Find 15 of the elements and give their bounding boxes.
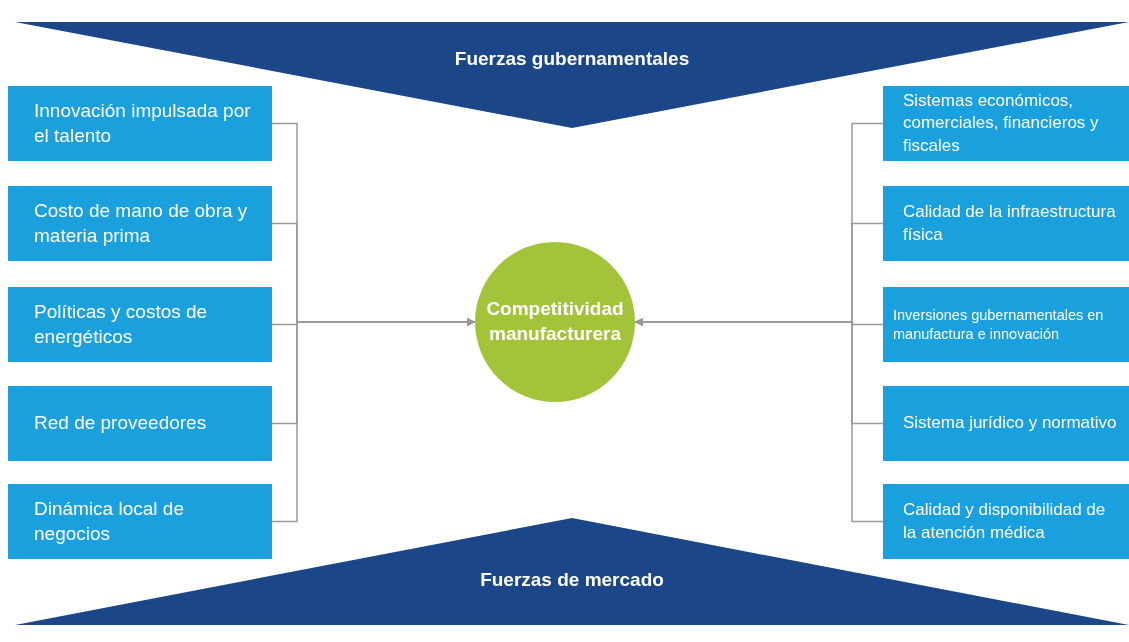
factor-box: Costo de mano de obra y materia prima bbox=[8, 186, 272, 261]
center-circle: Competitividad manufacturera bbox=[475, 242, 635, 402]
factor-box: Sistemas económicos, comerciales, financieros y fiscales bbox=[883, 86, 1129, 161]
band-title: Fuerzas gubernamentales bbox=[454, 48, 690, 70]
factor-box: Calidad de la infraestructura física bbox=[883, 186, 1129, 261]
factor-box: Calidad y disponibilidad de la atención médica bbox=[883, 484, 1129, 559]
factor-box: Inversiones gubernamentales en manufactura e innovación bbox=[883, 287, 1129, 362]
factor-box: Innovación impulsada por el talento bbox=[8, 86, 272, 161]
factor-box: Políticas y costos de energéticos bbox=[8, 287, 272, 362]
band-title: Fuerzas de mercado bbox=[480, 568, 664, 591]
factor-box: Dinámica local de negocios bbox=[8, 484, 272, 559]
factor-box: Red de proveedores bbox=[8, 386, 272, 461]
connector-arrow bbox=[271, 318, 476, 523]
connector-arrow bbox=[634, 318, 884, 523]
factor-box: Sistema jurídico y normativo bbox=[883, 386, 1129, 461]
